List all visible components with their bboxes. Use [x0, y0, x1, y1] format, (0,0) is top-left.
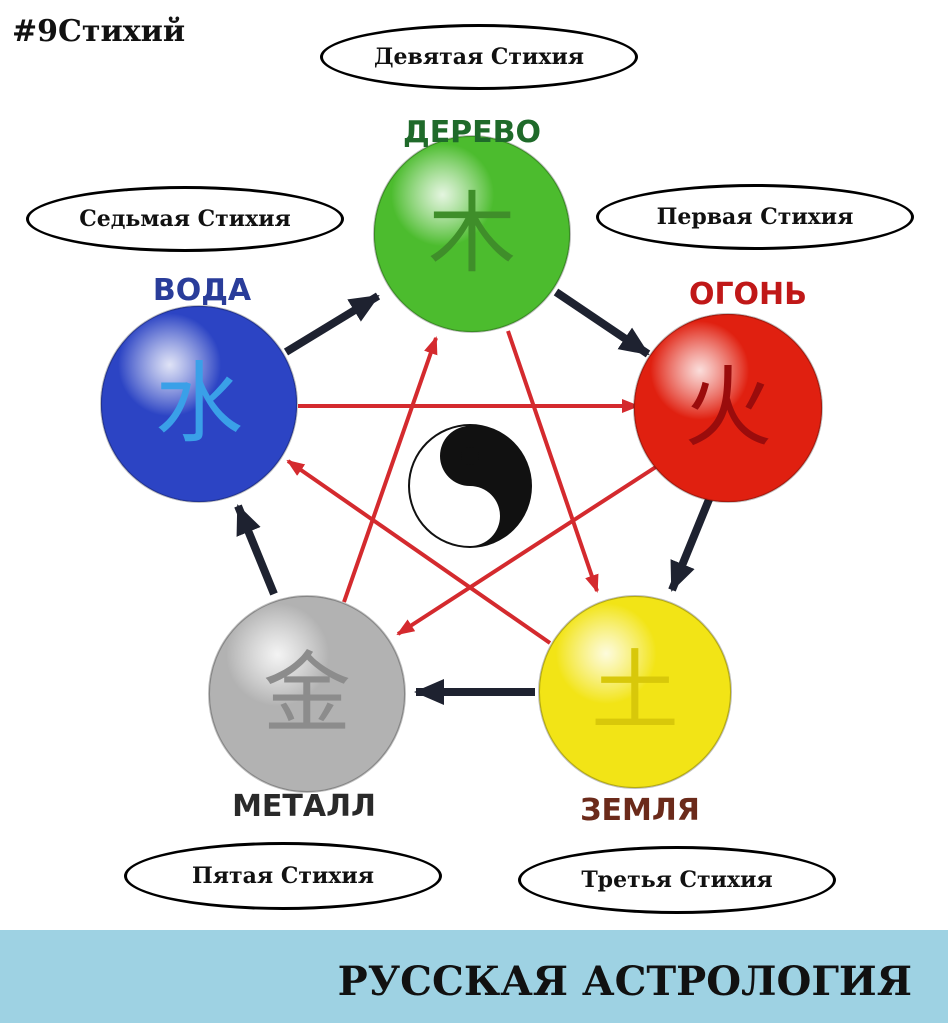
element-wood: 木 ДЕРЕВО [373, 115, 571, 333]
star-arrow-earth-water [286, 459, 552, 645]
label-water-text: Седьмая Стихия [79, 206, 291, 232]
hashtag-title: #9Стихий [12, 14, 186, 49]
cycle-arrow-fire-earth [668, 495, 714, 592]
glyph-metal: 金 [263, 642, 351, 745]
label-water: Седьмая Стихия [26, 186, 344, 252]
star-arrow-metal-wood [342, 336, 438, 603]
glyph-water: 水 [155, 352, 243, 455]
sphere-metal [208, 595, 406, 793]
element-metal: 金 МЕТАЛЛ [208, 595, 406, 824]
label-earth: Третья Стихия [518, 846, 836, 914]
element-fire: 火 ОГОНЬ [633, 277, 823, 503]
five-elements-diagram: 木 ДЕРЕВО 火 ОГОНЬ 土 ЗЕМЛЯ 金 МЕТАЛЛ 水 ВОДА [100, 115, 823, 828]
star-arrow-wood-earth [506, 330, 599, 593]
sphere-earth [538, 595, 732, 789]
cycle-arrow-metal-water [234, 504, 278, 596]
star-arrow-fire-metal [396, 461, 664, 636]
sphere-water [100, 305, 298, 503]
name-water: ВОДА [153, 273, 252, 308]
label-metal-text: Пятая Стихия [192, 863, 374, 889]
sphere-fire [633, 313, 823, 503]
element-water: 水 ВОДА [100, 273, 298, 503]
cycle-arrow-water-wood [283, 292, 381, 356]
label-wood: Девятая Стихия [320, 24, 638, 90]
sphere-wood [373, 135, 571, 333]
name-wood: ДЕРЕВО [403, 115, 541, 150]
label-fire: Первая Стихия [596, 184, 914, 250]
name-metal: МЕТАЛЛ [232, 789, 376, 824]
footer-banner-text: РУССКАЯ АСТРОЛОГИЯ [337, 958, 912, 1005]
glyph-fire: 火 [684, 356, 772, 459]
yin-yang-icon [408, 424, 532, 548]
label-earth-text: Третья Стихия [581, 867, 773, 893]
cycle-arrow-wood-fire [553, 288, 651, 358]
label-fire-text: Первая Стихия [656, 204, 854, 230]
label-wood-text: Девятая Стихия [373, 44, 585, 70]
name-earth: ЗЕМЛЯ [580, 793, 700, 828]
footer-banner: РУССКАЯ АСТРОЛОГИЯ [0, 930, 948, 1023]
glyph-wood: 木 [428, 182, 516, 285]
name-fire: ОГОНЬ [689, 277, 807, 312]
label-metal: Пятая Стихия [124, 842, 442, 910]
element-earth: 土 ЗЕМЛЯ [538, 595, 732, 828]
glyph-earth: 土 [591, 640, 679, 743]
